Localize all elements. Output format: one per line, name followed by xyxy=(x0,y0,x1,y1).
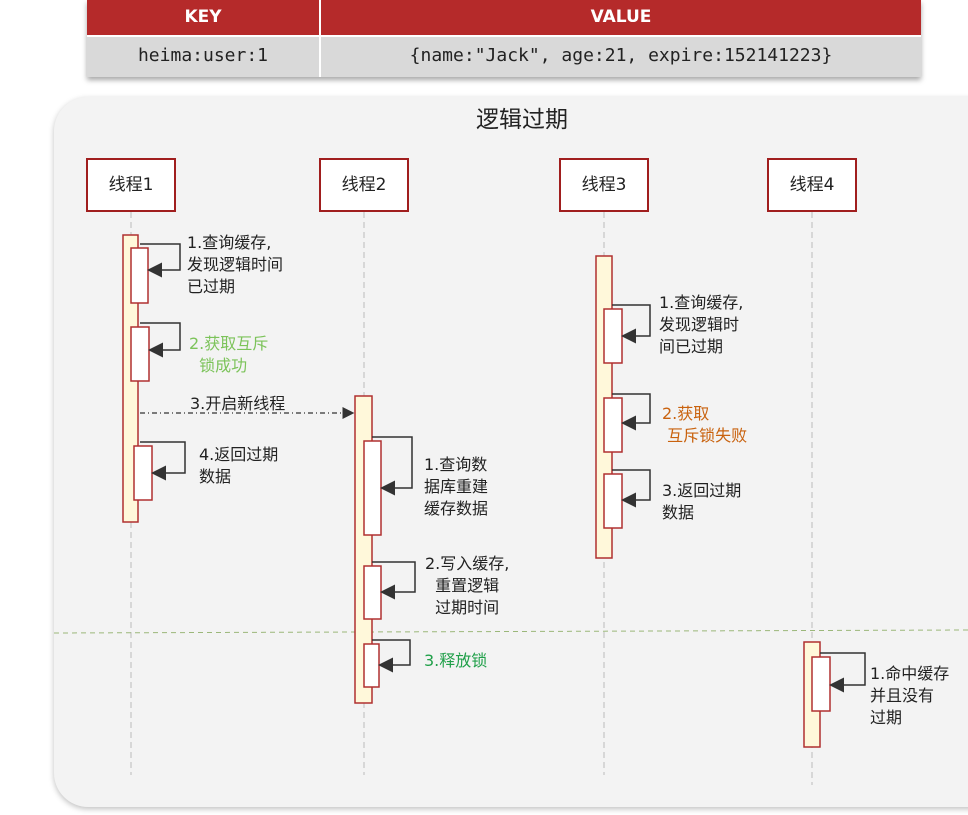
t1-note-4: 4.返回过期 数据 xyxy=(199,445,279,486)
thread-3-box: 线程3 xyxy=(559,158,649,212)
t4-step1-box xyxy=(811,656,831,712)
thread-4-box: 线程4 xyxy=(767,158,857,212)
t1-step1-arrow xyxy=(140,243,181,278)
key-header: KEY xyxy=(87,0,319,35)
key-value-table: KEY VALUE heima:user:1 {name:"Jack", age… xyxy=(87,0,921,77)
t2-note-1: 1.查询数 据库重建 缓存数据 xyxy=(424,455,489,518)
t1-note-2: 2.获取互斥 锁成功 xyxy=(189,334,269,375)
t4-note-1: 1.命中缓存 并且没有 过期 xyxy=(870,664,950,727)
t1-step2-arrow xyxy=(140,322,181,358)
t3-note-3: 3.返回过期 数据 xyxy=(662,481,742,522)
key-cell: heima:user:1 xyxy=(137,45,269,66)
t1-step2-box xyxy=(130,326,150,382)
t1-step1-box xyxy=(130,247,149,304)
t1-step4-box xyxy=(133,445,153,501)
t3-step2-box xyxy=(603,397,623,453)
t1-note-3: 3.开启新线程 xyxy=(190,394,286,413)
t4-step1-arrow xyxy=(820,652,866,693)
t3-step1-box xyxy=(603,308,623,364)
diagram-title: 逻辑过期 xyxy=(476,107,568,133)
value-header: VALUE xyxy=(321,0,921,35)
t3-step3-arrow xyxy=(612,469,651,508)
t2-step2-box xyxy=(363,565,382,620)
t2-step1-arrow xyxy=(372,436,413,496)
t2-note-3: 3.释放锁 xyxy=(424,651,488,670)
thread-2-box: 线程2 xyxy=(319,158,409,212)
t3-step1-arrow xyxy=(612,304,651,344)
row-divider xyxy=(87,35,921,37)
t3-step2-arrow xyxy=(612,393,651,431)
t1-step4-arrow xyxy=(140,441,186,481)
t3-note-2: 2.获取 互斥锁失败 xyxy=(662,404,748,445)
time-separator xyxy=(53,629,968,634)
t3-step3-box xyxy=(603,473,623,529)
t2-step3-arrow xyxy=(372,639,411,673)
thread-1-box: 线程1 xyxy=(86,158,176,212)
t2-step1-box xyxy=(363,440,382,536)
column-divider xyxy=(319,0,321,77)
t2-step2-arrow xyxy=(372,561,416,600)
t2-note-2: 2.写入缓存, 重置逻辑 过期时间 xyxy=(425,554,510,617)
t1-note-1: 1.查询缓存, 发现逻辑时间 已过期 xyxy=(187,233,284,296)
t2-step3-box xyxy=(363,643,380,688)
t3-note-1: 1.查询缓存, 发现逻辑时 间已过期 xyxy=(659,293,744,356)
value-cell: {name:"Jack", age:21, expire:152141223} xyxy=(409,45,833,66)
